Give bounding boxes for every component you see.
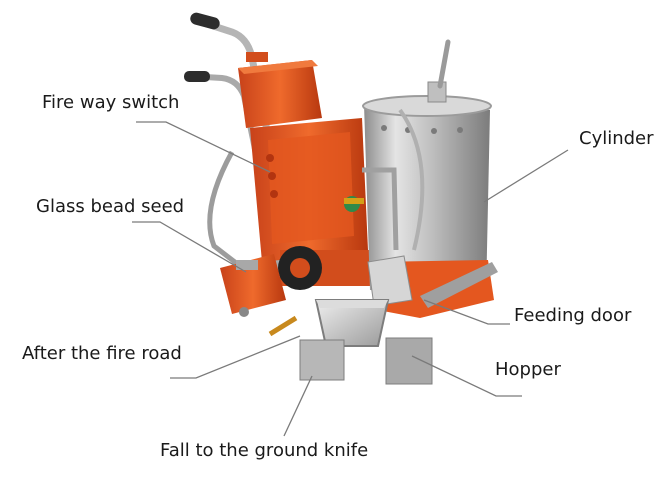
switch-knob-icon: [266, 154, 274, 162]
label-feeding-door: Feeding door: [514, 305, 632, 326]
leader-glass-bead-seed: [132, 221, 247, 273]
wheel: [278, 246, 322, 290]
gas-hose: [207, 150, 242, 268]
handle-grip-icon: [184, 71, 210, 82]
feeding-door: [367, 255, 498, 308]
glass-bead-dispenser: [220, 254, 286, 317]
label-glass-bead-seed: Glass bead seed: [36, 196, 185, 217]
switch-knob-icon: [268, 172, 276, 180]
leader-hopper: [411, 355, 522, 397]
hopper: [268, 299, 433, 385]
label-after-fire-road: After the fire road: [22, 343, 182, 364]
switch-knob-icon: [270, 190, 278, 198]
knife-block: [299, 339, 345, 381]
cylinder-tank: [362, 39, 492, 296]
stir-rod: [437, 39, 451, 89]
glass-bead-tank: [238, 52, 322, 128]
leader-fall-knife: [283, 375, 313, 437]
leader-after-fire-road: [170, 335, 301, 379]
leader-cylinder: [483, 149, 569, 203]
label-fall-knife: Fall to the ground knife: [160, 440, 369, 461]
label-cylinder: Cylinder: [579, 128, 654, 149]
label-hopper: Hopper: [495, 359, 561, 380]
leader-feeding-door: [423, 299, 510, 325]
leader-fire-way-switch: [136, 121, 271, 173]
label-fire-way-switch: Fire way switch: [42, 92, 180, 113]
handle-grip-icon: [190, 12, 220, 30]
gas-valve: [344, 196, 364, 212]
